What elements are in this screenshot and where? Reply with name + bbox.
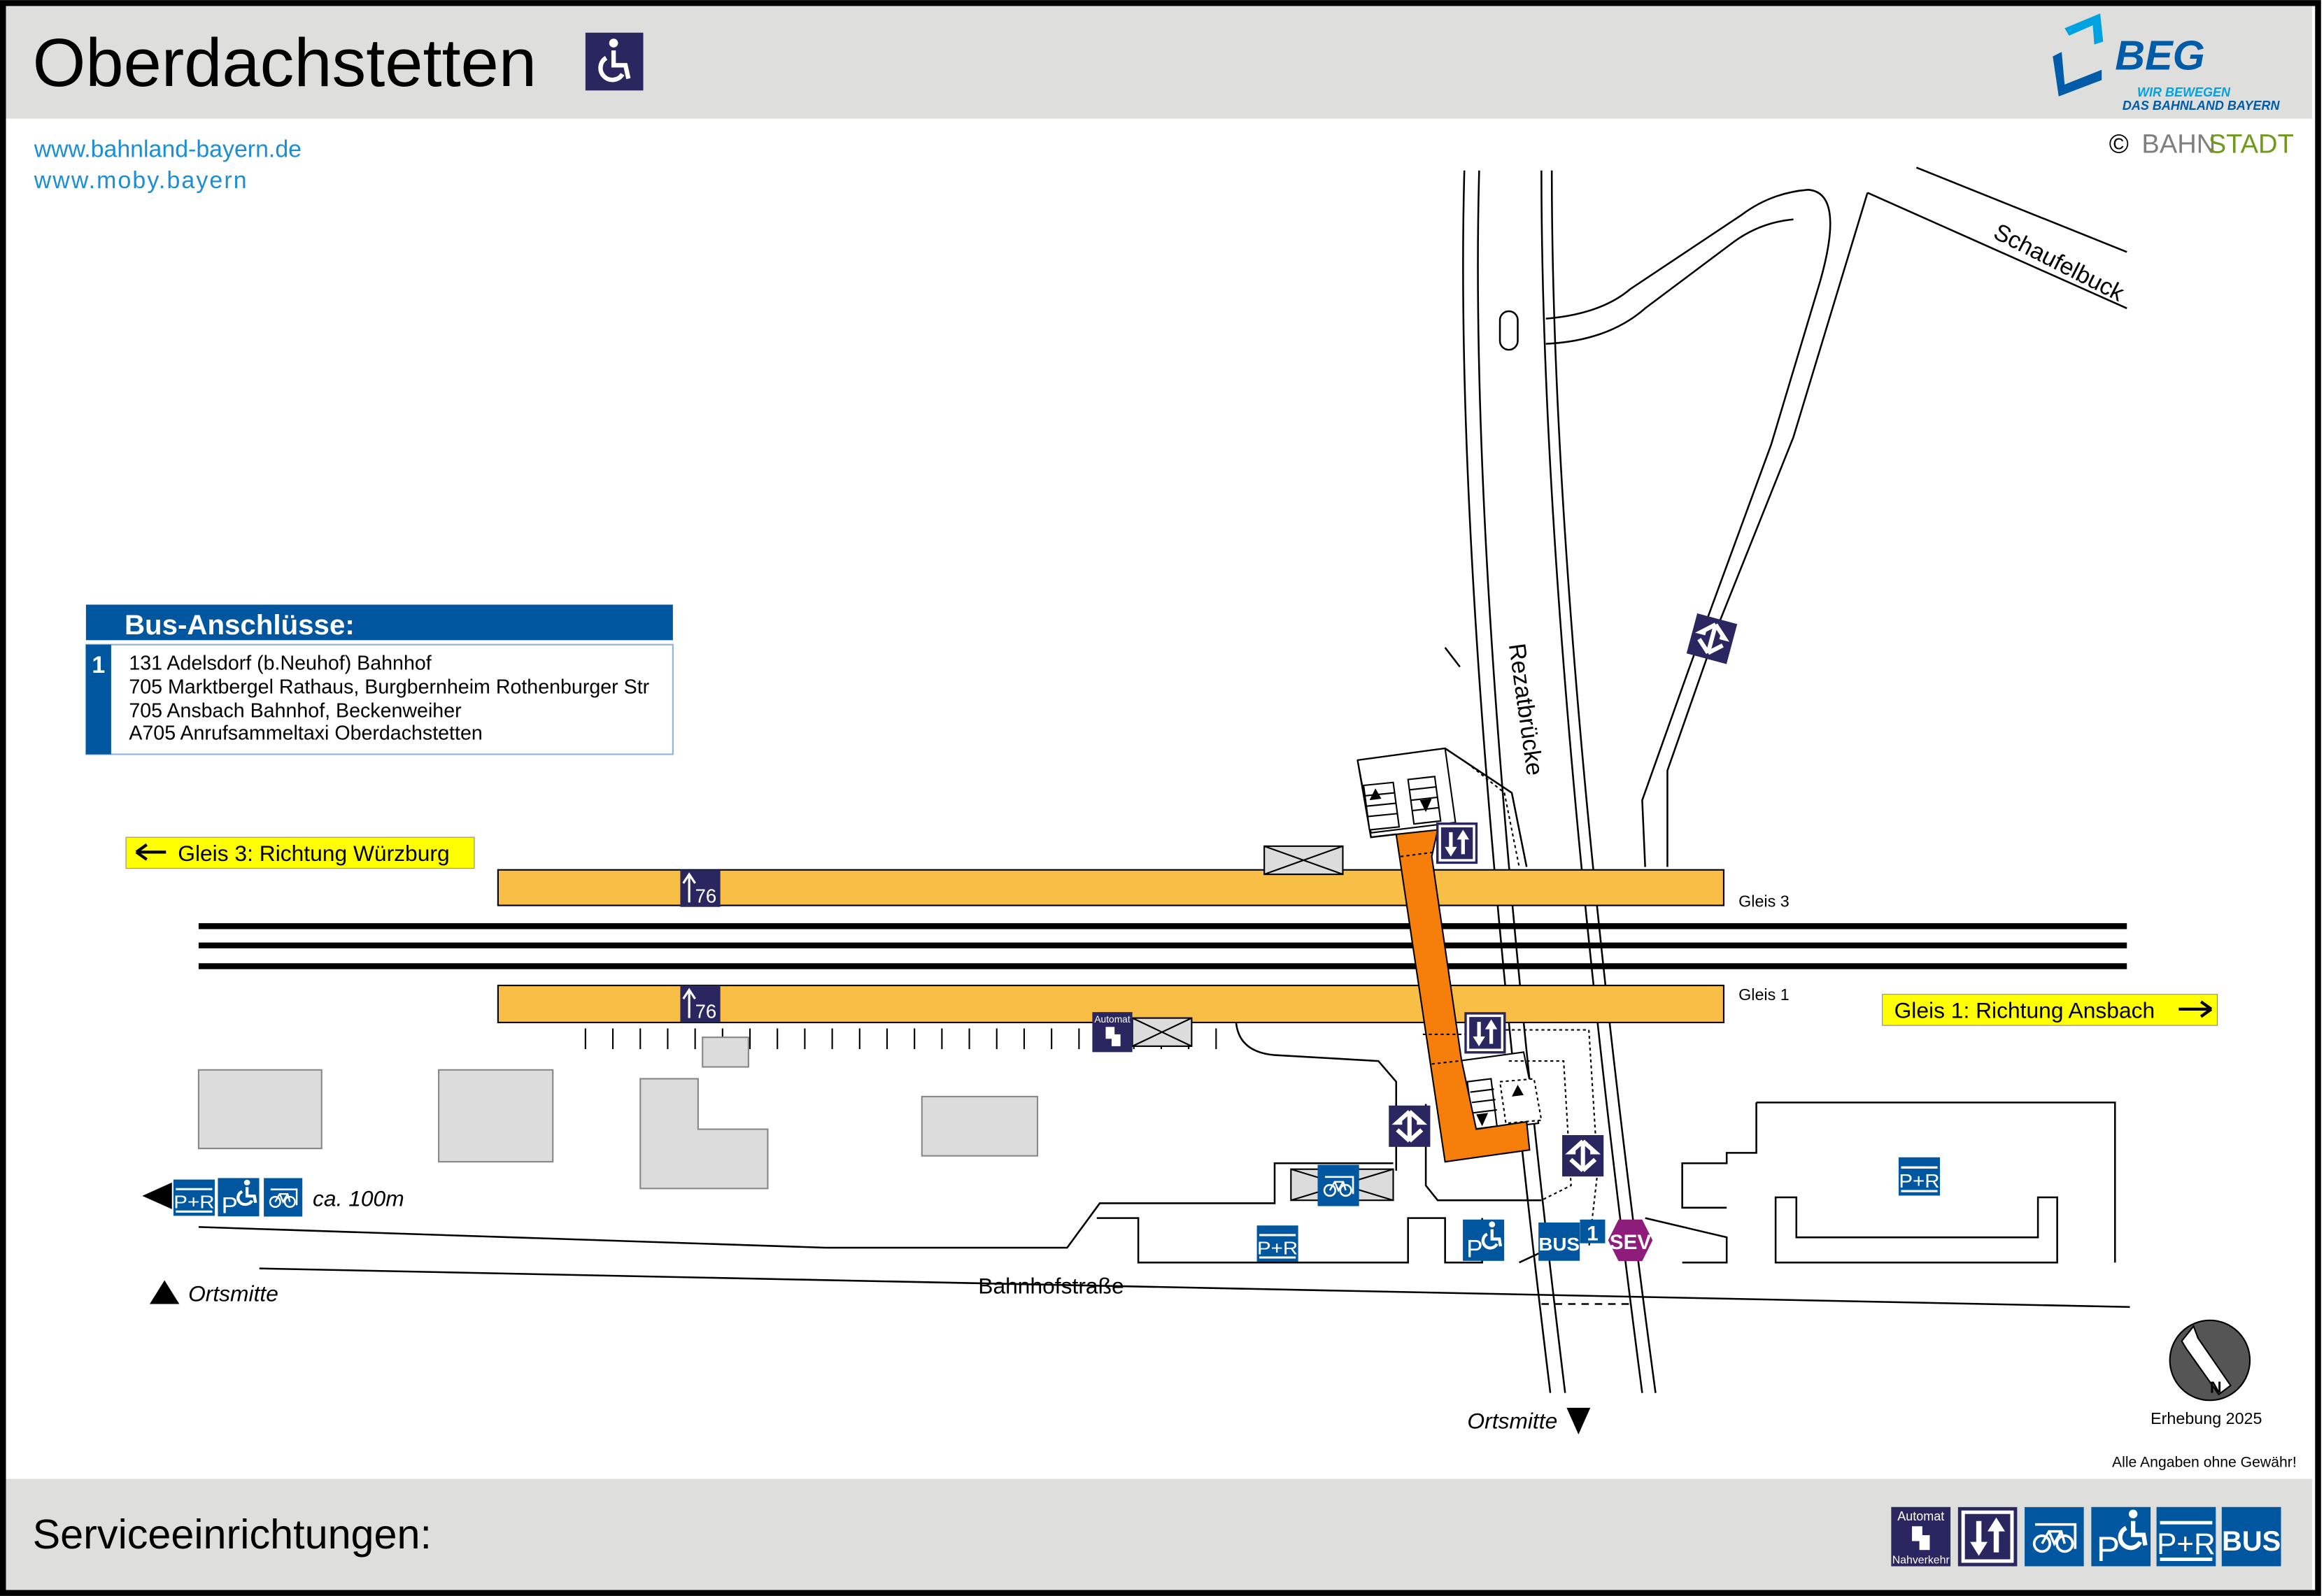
svg-text:1: 1 [1587, 1222, 1599, 1245]
platform-length-icon: 76 [680, 869, 721, 907]
bus-line: A705 Anrufsammeltaxi Oberdachstetten [129, 722, 482, 744]
park-and-ride-label: P+R [173, 1192, 214, 1212]
direction-label-east: Gleis 1: Richtung Ansbach [1882, 994, 2218, 1026]
svg-text:BEG: BEG [2115, 32, 2205, 79]
svg-text:www.moby.bayern: www.moby.bayern [34, 167, 248, 194]
street-label-bahnhofstrasse: Bahnhofstraße [978, 1274, 1124, 1299]
dotted-footpath-north [1466, 762, 1520, 867]
route-dotted-connectors [1400, 851, 1468, 1065]
roads [198, 166, 2130, 1393]
svg-text:Gleis 3: Richtung Würzburg: Gleis 3: Richtung Würzburg [178, 841, 449, 866]
elevator-ramp-icon[interactable] [1389, 1106, 1430, 1147]
legend-bike-parking-icon[interactable] [2025, 1506, 2084, 1567]
stairs-icon[interactable] [1464, 1012, 1505, 1053]
legend-stairs-icon[interactable] [1958, 1507, 2018, 1567]
distance-label: ca. 100m [313, 1186, 404, 1211]
legend-ticket-machine-icon[interactable]: Automat Nahverkehr [1891, 1506, 1951, 1567]
svg-text:76: 76 [695, 885, 717, 906]
elevator-ramp-icon[interactable] [1562, 1135, 1603, 1176]
svg-text:STADT: STADT [2209, 129, 2294, 159]
tracks [198, 923, 2127, 969]
accessible-route [1395, 829, 1531, 1163]
svg-text:BAHN: BAHN [2141, 129, 2216, 159]
bus-label: BUS [2222, 1526, 2281, 1557]
bus-connections-panel: Bus-Anschlüsse: 1 131 Adelsdorf (b.Neuho… [85, 604, 674, 755]
parking-label: P [1466, 1237, 1482, 1263]
park-and-ride-label: P+R [2157, 1527, 2216, 1560]
svg-text:www.bahnland-bayern.de: www.bahnland-bayern.de [34, 136, 302, 163]
direction-label-west: Gleis 3: Richtung Würzburg [125, 836, 475, 869]
bus-label: BUS [1538, 1234, 1580, 1255]
page-title: Oberdachstetten [33, 24, 537, 101]
buildings [197, 1036, 1039, 1190]
bus-stop-number: 1 [92, 652, 105, 678]
stairways [1356, 747, 1543, 1132]
stairs-icon[interactable] [1436, 822, 1478, 864]
svg-text:N: N [2210, 1378, 2222, 1397]
footer-title: Serviceeinrichtungen: [33, 1511, 432, 1558]
bus-line: 131 Adelsdorf (b.Neuhof) Bahnhof [129, 653, 431, 675]
header-band [6, 6, 2313, 119]
park-and-ride-icon[interactable]: P+R [1256, 1225, 1298, 1262]
survey-date: Erhebung 2025 [2151, 1409, 2262, 1427]
svg-text:DAS BAHNLAND BAYERN: DAS BAHNLAND BAYERN [2123, 99, 2281, 113]
parking-label: P [2097, 1530, 2120, 1569]
svg-text:SEV: SEV [1610, 1231, 1652, 1254]
svg-text:Nahverkehr: Nahverkehr [1892, 1554, 1950, 1566]
bus-line: 705 Ansbach Bahnhof, Beckenweiher [129, 700, 462, 722]
park-and-ride-icon[interactable]: P+R [1898, 1157, 1941, 1196]
legend-disabled-parking-icon[interactable]: P [2091, 1506, 2151, 1569]
legend-bus-icon[interactable]: BUS [2221, 1506, 2281, 1567]
ticket-machine-icon[interactable]: Automat [1092, 1012, 1133, 1053]
waiting-shelter [1131, 1017, 1193, 1047]
arrow-left-icon [135, 843, 166, 861]
disabled-parking-icon[interactable]: P [1463, 1219, 1505, 1263]
bus-line: 705 Marktbergel Rathaus, Burgbernheim Ro… [129, 676, 649, 699]
sev-replacement-bus-icon[interactable]: SEV [1608, 1219, 1653, 1262]
bike-parking-icon[interactable] [1317, 1164, 1359, 1206]
track-label-gleis-3: Gleis 3 [1738, 892, 1790, 911]
arrow-up-icon [149, 1280, 180, 1304]
bus-connections-title: Bus-Anschlüsse: [125, 609, 355, 641]
arrow-left-icon [142, 1182, 172, 1209]
bus-stop-number-badge: 1 [1580, 1219, 1606, 1245]
disclaimer: Alle Angaben ohne Gewähr! [2112, 1455, 2297, 1471]
wheelchair-icon [585, 32, 644, 91]
dotted-footpath [1482, 1029, 1599, 1248]
north-arrow-icon: N [2169, 1319, 2251, 1402]
parking-label: P [222, 1193, 238, 1218]
bike-parking-icon[interactable] [262, 1178, 304, 1217]
park-and-ride-label: P+R [1899, 1171, 1939, 1192]
svg-text:WIR BEWEGEN: WIR BEWEGEN [2137, 85, 2231, 99]
waiting-shelter [1263, 845, 1344, 876]
park-and-ride-icon[interactable]: P+R [173, 1179, 215, 1216]
svg-text:©: © [2109, 129, 2129, 159]
moby-bayern-link[interactable]: www.moby.bayern [34, 167, 248, 194]
bahnstadt-copyright: © BAHN STADT [2109, 129, 2294, 159]
arrow-down-icon [1566, 1407, 1591, 1434]
bahnland-bayern-link[interactable]: www.bahnland-bayern.de [34, 136, 302, 163]
bus-stop-icon[interactable]: BUS [1538, 1222, 1580, 1261]
disabled-parking-icon[interactable]: P [218, 1178, 260, 1218]
platform-length-icon: 76 [680, 985, 721, 1023]
town-centre-label-west: Ortsmitte [188, 1281, 278, 1306]
arrow-right-icon [2178, 1000, 2213, 1018]
track-label-gleis-1: Gleis 1 [1738, 985, 1790, 1004]
legend-park-and-ride-icon[interactable]: P+R [2156, 1506, 2216, 1567]
beg-logo: BEG WIR BEWEGEN DAS BAHNLAND BAYERN [2053, 13, 2281, 113]
svg-text:Automat: Automat [1094, 1014, 1130, 1025]
svg-text:Automat: Automat [1897, 1509, 1944, 1523]
svg-text:Gleis 1: Richtung Ansbach: Gleis 1: Richtung Ansbach [1894, 998, 2155, 1023]
town-centre-label-south: Ortsmitte [1467, 1408, 1557, 1433]
park-and-ride-label: P+R [1257, 1238, 1298, 1258]
svg-text:76: 76 [695, 1001, 717, 1023]
